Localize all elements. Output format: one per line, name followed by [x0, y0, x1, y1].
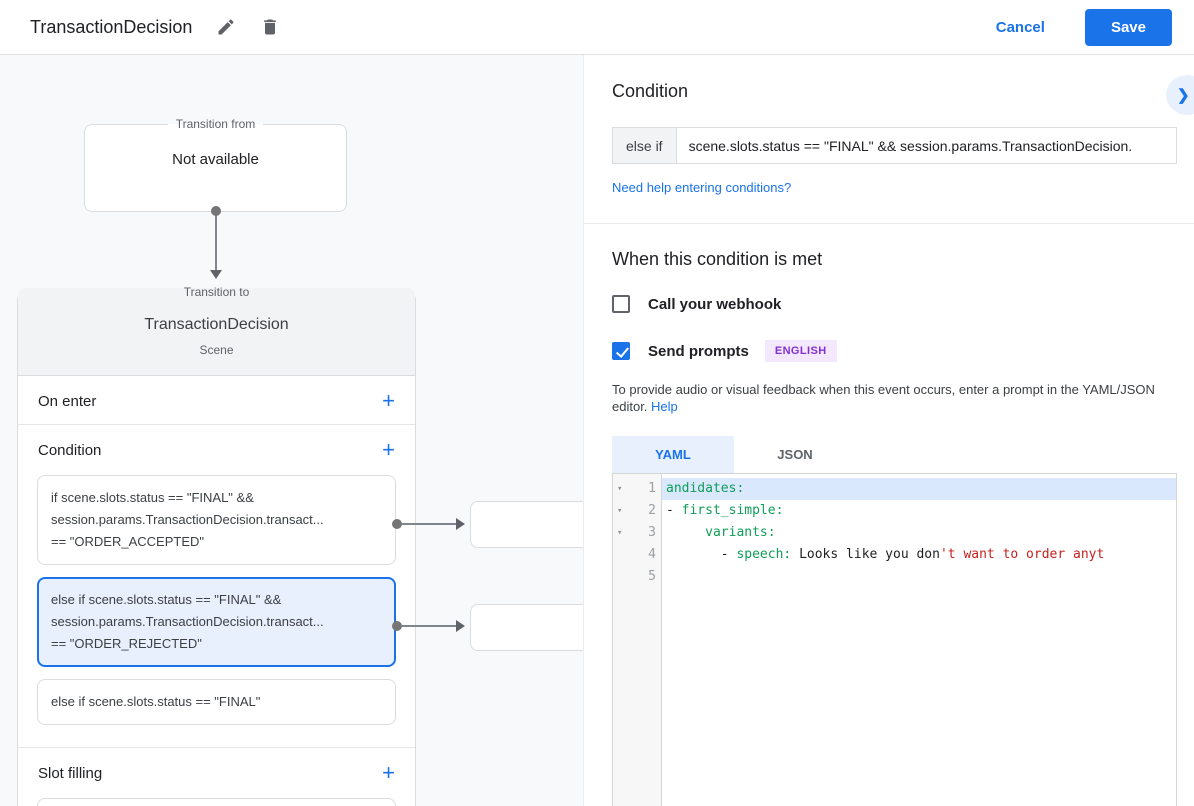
condition-section-row[interactable]: Condition + [18, 425, 415, 473]
section-divider: Slot filling + Slot validation [18, 747, 415, 806]
connector-line [402, 625, 456, 627]
condition-panel-title: Condition [612, 81, 689, 101]
condition-prefix-label: else if [612, 127, 676, 164]
transition-from-node[interactable]: Transition from Not available [84, 117, 347, 212]
edit-title-button[interactable] [216, 17, 236, 37]
condition-editor-section: Condition ❯ else if Need help entering c… [584, 55, 1194, 224]
trash-icon [260, 17, 280, 37]
send-prompts-row: Send prompts ENGLISH [612, 340, 1177, 362]
delete-scene-button[interactable] [260, 17, 280, 37]
transition-from-text: Not available [172, 151, 259, 168]
line-number: 4 [648, 547, 656, 562]
connector-dot [392, 519, 402, 529]
code-line[interactable]: - speech: Looks like you don't want to o… [666, 547, 1105, 562]
connector-line [402, 523, 456, 525]
gutter-row: 4 [613, 544, 661, 566]
prompt-helper-text: To provide audio or visual feedback when… [612, 381, 1177, 415]
transition-from-legend: Transition from [175, 117, 256, 131]
condition-card-list: if scene.slots.status == "FINAL" &&sessi… [18, 473, 415, 747]
on-enter-row[interactable]: On enter + [18, 376, 415, 424]
page-title: TransactionDecision [30, 16, 193, 37]
scene-header: TransactionDecision Scene [18, 288, 415, 376]
send-prompts-checkbox[interactable] [612, 342, 630, 360]
slot-card-list: Slot validation [18, 796, 415, 806]
condition-card[interactable]: else if scene.slots.status == "FINAL" [37, 679, 396, 725]
section-divider: Condition + if scene.slots.status == "FI… [18, 424, 415, 747]
fold-arrow-icon[interactable]: ▾ [617, 528, 623, 538]
editor-code[interactable]: andidates: - first_simple: variants: - sp… [662, 474, 1176, 806]
connector-dot [392, 621, 402, 631]
condition-section-label: Condition [38, 441, 102, 459]
scene-diagram-canvas: Transition from Not available Transition… [0, 55, 583, 806]
add-slot-button[interactable]: + [382, 760, 395, 785]
transition-to-legend: Transition to [183, 285, 250, 299]
chevron-right-icon: ❯ [1177, 87, 1190, 104]
gutter-row: ▾2 [613, 500, 661, 522]
transition-target-node[interactable] [470, 604, 583, 651]
send-prompts-label: Send prompts [648, 342, 749, 360]
arrow-right-icon [456, 620, 465, 632]
when-condition-title: When this condition is met [612, 249, 823, 269]
code-line[interactable]: variants: [705, 525, 776, 540]
pencil-icon [216, 17, 236, 37]
add-condition-button[interactable]: + [382, 437, 395, 462]
transition-target-node[interactable] [470, 501, 583, 548]
condition-input-row: else if [612, 127, 1177, 164]
line-number: 1 [648, 481, 656, 496]
save-button[interactable]: Save [1084, 8, 1172, 46]
gutter-row: ▾3 [613, 522, 661, 544]
webhook-row: Call your webhook [612, 295, 1177, 313]
help-link[interactable]: Help [651, 399, 678, 414]
arrow-right-icon [456, 518, 465, 530]
line-number: 5 [648, 569, 656, 584]
condition-met-section: When this condition is met Call your web… [584, 224, 1194, 806]
gutter-row: 5 [613, 566, 661, 588]
slot-card[interactable]: Slot validation [37, 798, 396, 806]
add-on-enter-button[interactable]: + [382, 388, 395, 413]
call-webhook-label: Call your webhook [648, 295, 782, 313]
slot-filling-section-row[interactable]: Slot filling + [18, 748, 415, 796]
cancel-button[interactable]: Cancel [990, 18, 1051, 37]
helper-text: To provide audio or visual feedback when… [612, 382, 1155, 414]
top-bar: TransactionDecision Cancel Save [0, 0, 1194, 55]
scene-type-label: Scene [199, 343, 234, 357]
condition-card[interactable]: else if scene.slots.status == "FINAL" &&… [37, 577, 396, 667]
arrow-down-icon [210, 270, 222, 279]
gutter-row: ▾1 [613, 478, 661, 500]
call-webhook-checkbox[interactable] [612, 295, 630, 313]
condition-card[interactable]: if scene.slots.status == "FINAL" &&sessi… [37, 475, 396, 565]
language-badge: ENGLISH [764, 340, 837, 362]
slot-filling-section-label: Slot filling [38, 764, 103, 782]
tab-yaml[interactable]: YAML [612, 436, 734, 473]
connector-dot [211, 206, 221, 216]
scene-name: TransactionDecision [144, 316, 289, 333]
condition-help-link[interactable]: Need help entering conditions? [612, 180, 792, 195]
line-number: 3 [648, 525, 656, 540]
transition-to-node[interactable]: Transition to TransactionDecision Scene … [17, 285, 416, 806]
connector-line [215, 214, 217, 271]
code-line[interactable]: - first_simple: [666, 503, 784, 518]
fold-arrow-icon[interactable]: ▾ [617, 506, 623, 516]
condition-detail-panel: Condition ❯ else if Need help entering c… [583, 55, 1194, 806]
tab-json[interactable]: JSON [777, 447, 813, 462]
on-enter-label: On enter [38, 392, 97, 410]
code-line[interactable]: andidates: [662, 478, 1176, 500]
fold-arrow-icon[interactable]: ▾ [617, 484, 623, 494]
collapse-panel-button[interactable]: ❯ [1166, 75, 1194, 115]
condition-expression-input[interactable] [675, 127, 1177, 164]
editor-tabs: YAML JSON [612, 436, 1177, 473]
code-line[interactable] [662, 566, 1176, 588]
line-number: 2 [648, 503, 656, 518]
